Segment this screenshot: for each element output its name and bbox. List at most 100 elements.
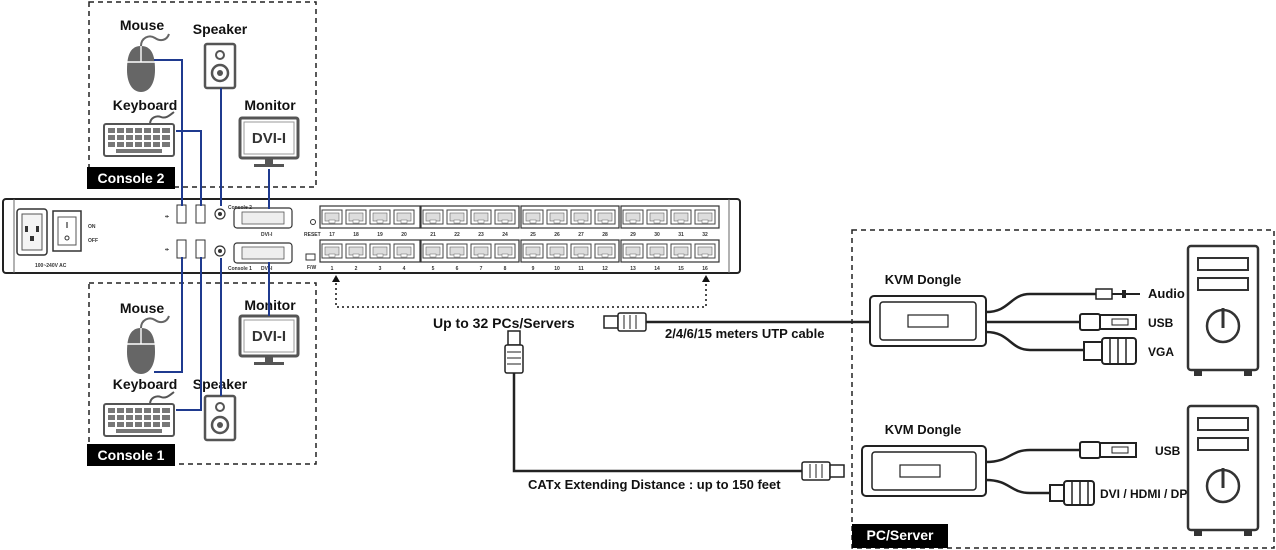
kvm-top-port-number: 25 xyxy=(530,232,536,238)
kvm-bottom-port-number: 8 xyxy=(504,266,507,272)
console1-frame xyxy=(88,282,317,465)
console2-speaker-label: Speaker xyxy=(193,21,248,37)
dongle1-audio-label: Audio xyxy=(1148,286,1185,301)
kvm-top-port-31 xyxy=(670,209,692,225)
kvm-top-port-21 xyxy=(422,209,444,225)
kvm-top-port-number: 30 xyxy=(654,232,660,238)
console2-keyboard-cable xyxy=(176,130,202,206)
port-bank-21-24 xyxy=(420,205,520,229)
kvm-top-port-number: 18 xyxy=(353,232,359,238)
port-bank-5-8 xyxy=(420,239,520,263)
kvm-top-port-17 xyxy=(321,209,343,225)
console1-monitor-label: Monitor xyxy=(244,297,296,313)
kvm-bottom-port-15 xyxy=(670,243,692,259)
dongle2-title: KVM Dongle xyxy=(885,422,962,437)
kvm-top-port-22 xyxy=(446,209,468,225)
console1-group: Mouse Monitor Keyboard Speaker DVI-I Con… xyxy=(87,282,317,466)
dongle1-vga-plug xyxy=(1083,337,1137,365)
kvm-top-port-number: 29 xyxy=(630,232,636,238)
kvm-bottom-port-9 xyxy=(522,243,544,259)
kvm-bottom-port-14 xyxy=(646,243,668,259)
console2-mouse-icon xyxy=(126,33,170,93)
console1-usb-port-2 xyxy=(195,239,206,259)
pcs-servers-label: Up to 32 PCs/Servers xyxy=(433,315,575,331)
kvm-bottom-port-number: 16 xyxy=(702,266,708,272)
console1-mouse-label: Mouse xyxy=(120,300,165,316)
console2-dvi-label: DVI-I xyxy=(261,232,273,238)
rj45-plug-catx xyxy=(801,461,845,481)
kvm-top-port-19 xyxy=(369,209,391,225)
pc-server-frame xyxy=(851,229,1275,549)
kvm-bottom-port-1 xyxy=(321,243,343,259)
kvm-bottom-port-number: 5 xyxy=(432,266,435,272)
kvm-top-port-26 xyxy=(546,209,568,225)
rj45-plug-horizontal xyxy=(603,312,647,332)
dongle1-title: KVM Dongle xyxy=(885,272,962,287)
kvm-top-port-27 xyxy=(570,209,592,225)
network-cables xyxy=(512,320,870,473)
kvm-bottom-port-8 xyxy=(494,243,516,259)
voltage-label: 100~240V AC xyxy=(35,263,67,269)
kvm-top-port-number: 21 xyxy=(430,232,436,238)
reset-button xyxy=(310,219,316,225)
utp-cable-label: 2/4/6/15 meters UTP cable xyxy=(665,326,824,341)
rj45-plug-vertical xyxy=(504,330,524,374)
kvm-bottom-port-2 xyxy=(345,243,367,259)
dongle2-usb-plug xyxy=(1079,441,1137,459)
console-cables xyxy=(154,59,270,411)
console1-keyboard-label: Keyboard xyxy=(113,376,178,392)
console1-tag xyxy=(87,444,175,466)
port-bank-25-28 xyxy=(520,205,620,229)
kvm-bottom-port-5 xyxy=(422,243,444,259)
dongle1-usb-plug xyxy=(1079,313,1137,331)
console1-usb-port-1 xyxy=(176,239,187,259)
kvm-top-port-number: 19 xyxy=(377,232,383,238)
dongle2-video-label: DVI / HDMI / DP xyxy=(1100,487,1187,501)
kvm-top-port-number: 26 xyxy=(554,232,560,238)
kvm-top-port-number: 22 xyxy=(454,232,460,238)
kvm-top-port-25 xyxy=(522,209,544,225)
kvm-bottom-port-number: 7 xyxy=(480,266,483,272)
console1-keyboard-cable xyxy=(176,257,202,411)
dongle1-usb-label: USB xyxy=(1148,316,1174,330)
kvm-bottom-port-number: 15 xyxy=(678,266,684,272)
console2-mouse-label: Mouse xyxy=(120,17,165,33)
kvm-bottom-port-number: 14 xyxy=(654,266,660,272)
console2-keyboard-icon xyxy=(103,111,175,157)
pc-server-group: PC/Server KVM Dongle Audio US xyxy=(851,229,1275,549)
kvm-top-port-18 xyxy=(345,209,367,225)
console2-title: Console 2 xyxy=(98,170,165,186)
kvm-bottom-port-number: 11 xyxy=(578,266,584,272)
port-bank-9-12 xyxy=(520,239,620,263)
kvm-bottom-port-12 xyxy=(594,243,616,259)
kvm-top-port-number: 17 xyxy=(329,232,335,238)
console2-tag xyxy=(87,167,175,189)
dongle1-audio-plug xyxy=(1095,288,1140,300)
reset-label: RESET xyxy=(304,232,321,238)
usb-symbol-top: ⇷ xyxy=(165,214,170,220)
kvm-top-port-30 xyxy=(646,209,668,225)
kvm-bottom-port-number: 4 xyxy=(403,266,406,272)
port-bank-1-4 xyxy=(319,239,421,263)
console1-mouse-cable xyxy=(154,257,183,373)
kvm-top-port-29 xyxy=(622,209,644,225)
dongle2-video-cable xyxy=(985,478,1050,495)
kvm-bottom-port-number: 10 xyxy=(554,266,560,272)
kvm-bottom-port-number: 12 xyxy=(602,266,608,272)
kvm-top-port-number: 23 xyxy=(478,232,484,238)
kvm-bottom-port-11 xyxy=(570,243,592,259)
port-bank-13-16 xyxy=(620,239,720,263)
console2-mouse-cable xyxy=(154,59,183,206)
kvm-bottom-port-number: 6 xyxy=(456,266,459,272)
kvm-top-port-32 xyxy=(694,209,716,225)
console2-frame xyxy=(88,1,317,188)
console2-speaker-icon xyxy=(203,42,237,90)
pc-server-title: PC/Server xyxy=(867,527,934,543)
kvm-bottom-port-16 xyxy=(694,243,716,259)
pc-server-tag xyxy=(852,524,948,548)
console2-monitor-label: Monitor xyxy=(244,97,296,113)
kvm-top-port-number: 24 xyxy=(502,232,508,238)
